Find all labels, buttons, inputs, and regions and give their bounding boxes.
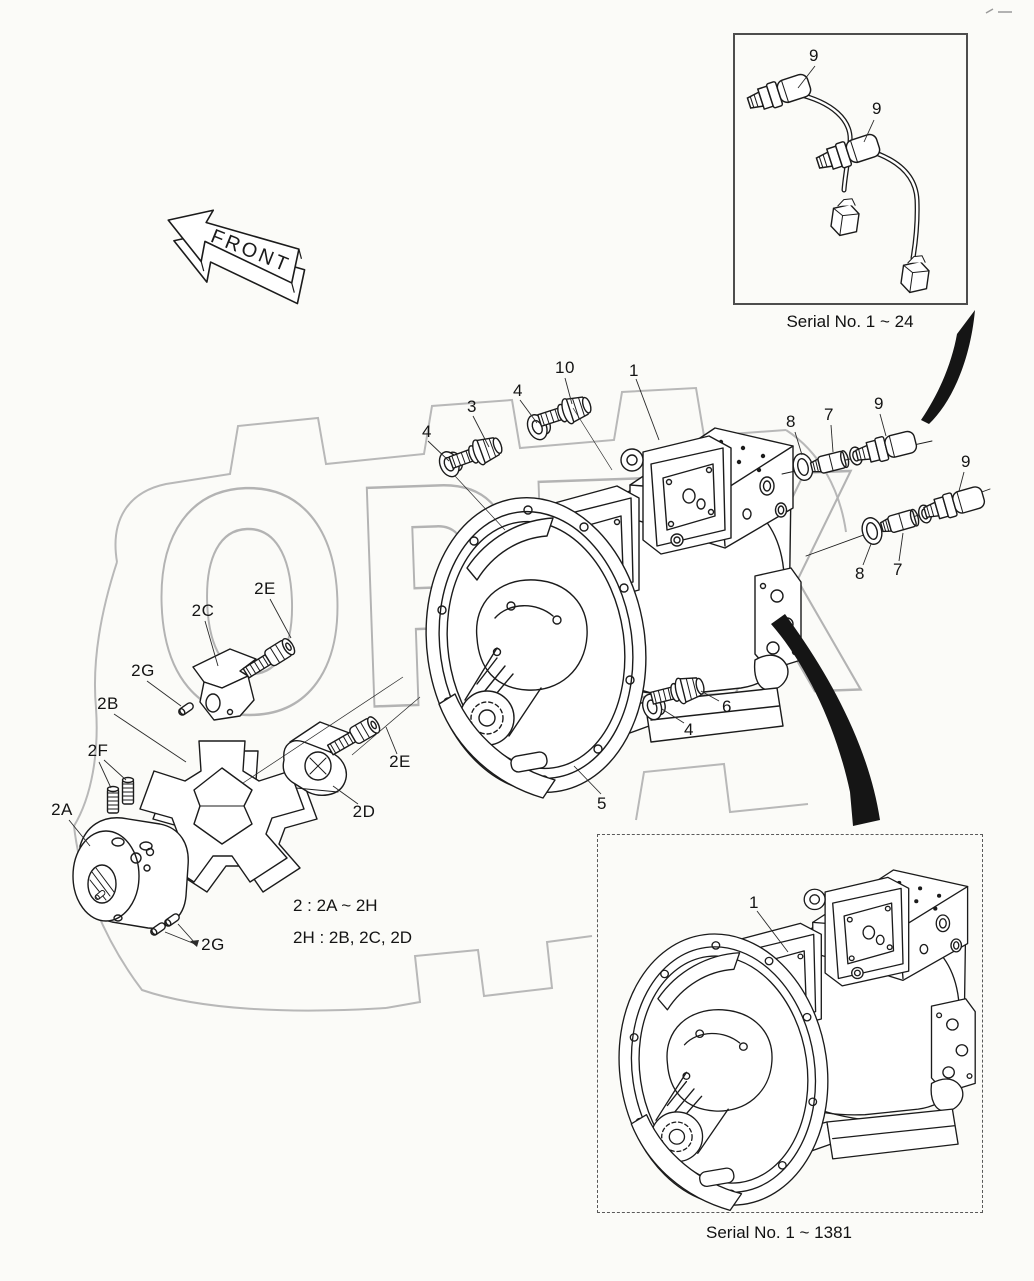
oring-8-lower bbox=[858, 514, 886, 548]
swoosh-arrow-top bbox=[921, 310, 975, 424]
serial-inset-early bbox=[733, 33, 968, 305]
bracket-2c bbox=[192, 648, 257, 721]
serial-inset-late bbox=[597, 834, 983, 1213]
leader-lines bbox=[68, 65, 965, 953]
setscrew-2f-right bbox=[121, 776, 135, 805]
callout-2c: 2C bbox=[191, 601, 215, 620]
callout-3: 3 bbox=[467, 397, 477, 416]
note-line-1: 2 : 2A ~ 2H bbox=[293, 896, 378, 915]
callout-7-upper: 7 bbox=[824, 405, 834, 424]
front-arrow: FRONT bbox=[167, 209, 306, 305]
callout-9-harness-right: 9 bbox=[872, 99, 882, 118]
callout-8-upper: 8 bbox=[786, 412, 796, 431]
callout-2g-upper: 2G bbox=[131, 661, 155, 680]
callout-4-top: 4 bbox=[513, 381, 523, 400]
callout-7-lower: 7 bbox=[893, 560, 903, 579]
corner-artifact bbox=[985, 8, 1012, 14]
callout-1-inset: 1 bbox=[749, 893, 759, 912]
callout-2e-lower: 2E bbox=[389, 752, 411, 771]
callout-9-harness-left: 9 bbox=[809, 46, 819, 65]
swoosh-arrow-bottom bbox=[771, 614, 880, 826]
callout-10: 10 bbox=[555, 358, 575, 377]
hub-2a bbox=[72, 817, 189, 929]
callout-8-lower: 8 bbox=[855, 564, 865, 583]
serial-caption-early: Serial No. 1 ~ 24 bbox=[786, 312, 914, 331]
callout-5: 5 bbox=[597, 794, 607, 813]
callout-2d: 2D bbox=[352, 802, 376, 821]
setscrew-2f-left bbox=[106, 785, 120, 814]
callout-2f: 2F bbox=[87, 741, 109, 760]
callout-9-lower: 9 bbox=[961, 452, 971, 471]
callout-2e-upper: 2E bbox=[254, 579, 276, 598]
callout-9-upper: 9 bbox=[874, 394, 884, 413]
sensor-harness-drawing bbox=[744, 70, 932, 296]
note-line-2: 2H : 2B, 2C, 2D bbox=[293, 928, 413, 947]
callout-4-bottom: 4 bbox=[684, 720, 694, 739]
callout-2b: 2B bbox=[97, 694, 119, 713]
callout-2g-lower: 2G bbox=[201, 935, 225, 954]
fitting-7-lower bbox=[878, 507, 921, 536]
serial-caption-late: Serial No. 1 ~ 1381 bbox=[705, 1223, 853, 1242]
callout-1: 1 bbox=[629, 361, 639, 380]
callout-4-left: 4 bbox=[422, 422, 432, 441]
callout-2a: 2A bbox=[51, 800, 73, 819]
callout-6: 6 bbox=[722, 697, 732, 716]
